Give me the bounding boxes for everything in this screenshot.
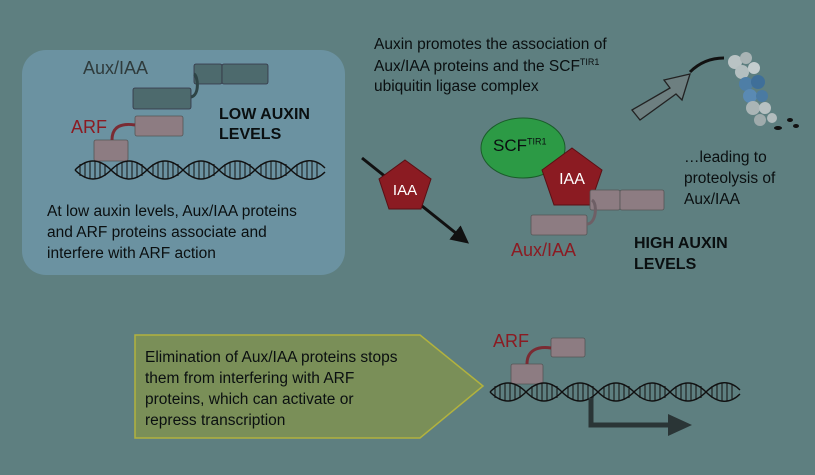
proteolysis-arrow [631, 73, 691, 121]
bottom-caption-line2: them from interfering with ARF [145, 370, 355, 387]
proteasome-icon [688, 52, 799, 130]
top-caption-line3: ubiquitin ligase complex [374, 78, 539, 95]
low-auxin-title-line1: LOW AUXIN [219, 106, 310, 123]
high-aux-box-2 [619, 189, 665, 211]
low-aux-box-2 [221, 63, 269, 85]
proteolysis-line2: proteolysis of [684, 170, 776, 187]
bottom-caption-line4: repress transcription [145, 412, 286, 429]
low-desc-line3: interfere with ARF action [47, 245, 216, 262]
top-caption-line2-sup: TIR1 [579, 57, 600, 67]
bottom-arf-linker [525, 346, 552, 365]
scf-tir1-ellipse [480, 117, 566, 179]
bottom-callout-shape [134, 334, 485, 439]
low-auxin-panel [22, 50, 345, 275]
low-dna-helix [74, 160, 326, 180]
high-aux-linker [586, 198, 597, 226]
low-desc-line1: At low auxin levels, Aux/IAA proteins [47, 203, 297, 220]
top-caption-line2-text: Aux/IAA proteins and the SCF [374, 58, 580, 76]
scf-label-sup: TIR1 [527, 136, 547, 147]
low-arf-label: ARF [71, 117, 107, 137]
top-caption-line2: Aux/IAA proteins and the SCFTIR1 [374, 57, 599, 77]
top-caption-line1: Auxin promotes the association of [374, 36, 607, 53]
iaa-pentagon [378, 159, 432, 210]
bottom-arf-box-2 [510, 363, 544, 385]
iaa-bound-label: IAA [559, 171, 585, 188]
transcription-arrowhead [668, 414, 692, 436]
low-aux-box-3 [132, 87, 192, 110]
bottom-dna-helix [489, 382, 741, 402]
low-arf-box-1 [134, 115, 184, 137]
scf-label: SCFTIR1 [493, 136, 547, 156]
iaa-pentagon-bound [541, 147, 603, 206]
low-aux-linker [190, 72, 199, 99]
high-auxin-title-line2: LEVELS [634, 256, 697, 273]
scf-label-text: SCF [493, 136, 527, 155]
proteolysis-line3: Aux/IAA [684, 191, 740, 208]
transcription-arrow [588, 398, 670, 428]
proteolysis-line1: …leading to [684, 149, 767, 166]
low-arf-box-2 [93, 139, 129, 162]
bottom-caption-line1: Elimination of Aux/IAA proteins stops [145, 349, 398, 366]
bottom-caption-line3: proteins, which can activate or [145, 391, 354, 408]
bottom-arf-label: ARF [493, 331, 529, 351]
bottom-arf-box-1 [550, 337, 586, 358]
low-desc-line2: and ARF proteins associate and [47, 224, 267, 241]
high-aux-label: Aux/IAA [511, 240, 577, 260]
low-auxin-title-line2: LEVELS [219, 126, 282, 143]
low-arf-linker [110, 122, 136, 141]
high-auxin-title-line1: HIGH AUXIN [634, 235, 728, 252]
iaa-label: IAA [392, 182, 418, 199]
low-aux-label: Aux/IAA [83, 58, 149, 78]
high-aux-box-3 [530, 214, 588, 236]
